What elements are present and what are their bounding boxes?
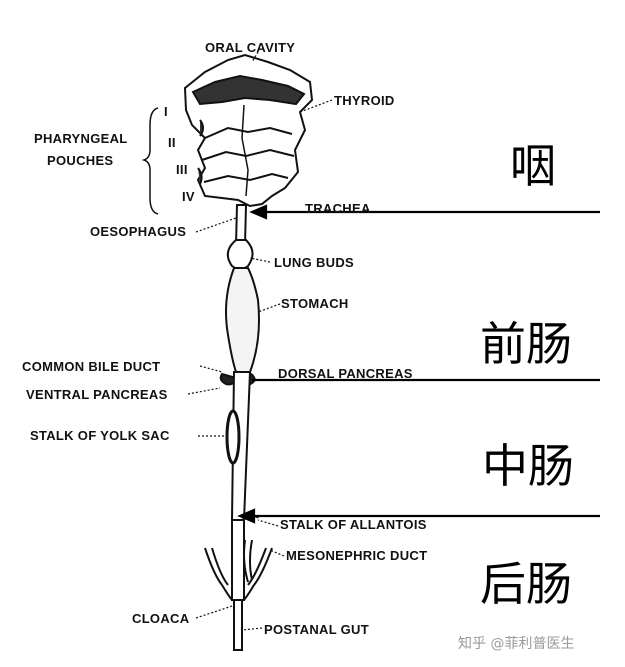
label-oral-cavity: ORAL CAVITY [205,40,295,55]
pharynx-drawing [183,53,314,208]
watermark: 知乎 @菲利普医生 [458,635,574,652]
region-hindgut: 后肠 [480,557,572,611]
label-pouch-i: I [164,104,168,119]
label-pharyngeal: PHARYNGEAL [34,131,128,146]
region-pharynx: 咽 [510,139,556,193]
label-pouch-ii: II [168,135,176,150]
label-cloaca: CLOACA [132,611,190,626]
label-trachea: TRACHEA [305,201,371,216]
region-midgut: 中肠 [482,439,574,493]
label-dorsal-pancreas: DORSAL PANCREAS [278,366,413,381]
label-pouch-iii: III [176,162,188,177]
mesonephric-ducts [204,539,273,601]
label-lung-buds: LUNG BUDS [274,255,354,270]
label-oesophagus: OESOPHAGUS [90,224,186,239]
region-arrows [237,204,600,524]
leader-lines [187,51,333,631]
label-ventral-pancreas: VENTRAL PANCREAS [26,387,168,402]
label-stomach: STOMACH [281,296,349,311]
label-mesonephric-duct: MESONEPHRIC DUCT [286,548,427,563]
label-thyroid: THYROID [334,93,395,108]
label-postanal-gut: POSTANAL GUT [264,622,369,637]
label-pouches: POUCHES [47,153,113,168]
label-pouch-iv: IV [182,189,195,204]
pouches-bracket [141,107,159,215]
label-common-bile-duct: COMMON BILE DUCT [22,359,160,374]
label-stalk-allantois: STALK OF ALLANTOIS [280,517,427,532]
label-stalk-yolk-sac: STALK OF YOLK SAC [30,428,170,443]
region-foregut: 前肠 [480,317,572,371]
